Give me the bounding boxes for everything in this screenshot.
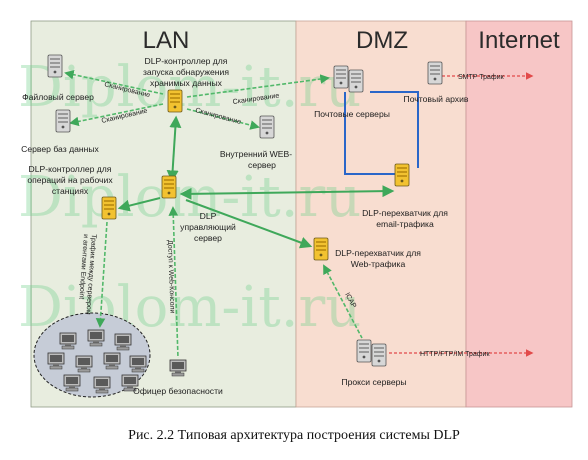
dlp-email-interceptor-icon [394, 163, 410, 187]
proxy-server-1-icon [356, 339, 372, 363]
internet-title: Internet [478, 27, 560, 54]
dlp-workstation-ctrl-label-1: DLP-контроллер для [29, 164, 112, 174]
mail-archive-icon [427, 61, 443, 85]
proxy-server-2-icon [371, 343, 387, 367]
file-server-label: Файловый сервер [22, 92, 94, 102]
workstation-pc-icon [59, 332, 77, 350]
dlp-mgmt-server-icon [161, 175, 177, 199]
dlp-web-interceptor-label-2: Web-трафика [351, 259, 406, 269]
mail-server-1-icon [333, 65, 349, 89]
dmz-title: DMZ [356, 27, 408, 54]
mail-server-2-icon [348, 69, 364, 93]
edge-label-http: HTTP/FTP/IM Трафик [420, 351, 490, 358]
link-mgmt-email [179, 185, 395, 200]
email-link-left [344, 92, 395, 175]
edge-label-smtp: SMTP Трафик [458, 74, 505, 81]
link-endpoint-traffic [95, 221, 108, 328]
dmz-zone [295, 20, 467, 408]
internet-zone [465, 20, 573, 408]
workstation-pc-icon [87, 329, 105, 347]
mail-archive-label: Почтовый архив [404, 94, 469, 104]
dlp-web-interceptor-label-1: DLP-перехватчик для [335, 248, 421, 258]
workstation-pc-icon [63, 374, 81, 392]
link-mgmt-workstation-ctrl [117, 197, 161, 212]
dlp-mgmt-server-label-1: DLP [200, 211, 217, 221]
link-file-server [64, 69, 164, 95]
dlp-mgmt-server-label-3: сервер [194, 233, 222, 243]
workstation-pc-icon [93, 376, 111, 394]
link-mgmt-web [185, 199, 313, 249]
dlp-workstation-ctrl-label-3: станциях [52, 186, 89, 196]
web-internal-label-1: Внутренний WEB- [220, 149, 292, 159]
proxy-servers-label: Прокси серверы [341, 377, 406, 387]
dlp-storage-ctrl-label-1: DLP-контроллер для [145, 56, 228, 66]
edge-label-web-console: Доступ к Web-Консоли [166, 240, 176, 314]
dlp-email-interceptor-label-2: email-трафика [376, 219, 434, 229]
web-internal-icon [259, 115, 275, 139]
workstation-pc-icon [114, 333, 132, 351]
link-icap [323, 264, 363, 339]
dlp-storage-ctrl-label-2: запуска обнаружения [143, 67, 229, 77]
dlp-storage-ctrl-label-3: хранимых данных [150, 78, 223, 88]
lan-title: LAN [143, 27, 190, 54]
link-web-console [168, 206, 179, 359]
link-web-internal [186, 108, 260, 130]
figure-caption: Рис. 2.2 Типовая архитектура построения … [128, 428, 460, 443]
workstation-pc-icon [47, 352, 65, 370]
link-storage-mgmt [166, 115, 182, 183]
security-officer-pc-icon [169, 359, 187, 377]
workstation-pc-icon [103, 352, 121, 370]
security-officer-label: Офицер безопасности [133, 386, 223, 396]
mail-servers-label: Почтовые серверы [314, 109, 390, 119]
dlp-web-interceptor-icon [313, 237, 329, 261]
dlp-workstation-controller-icon [101, 196, 117, 220]
workstation-pc-icon [129, 355, 147, 373]
db-server-label: Сервер баз данных [21, 144, 99, 154]
email-link-right [370, 91, 419, 168]
workstation-pc-icon [75, 355, 93, 373]
db-server-icon [55, 109, 71, 133]
dlp-email-interceptor-label-1: DLP-перехватчик для [362, 208, 448, 218]
dlp-mgmt-server-label-2: управляющий [180, 222, 236, 232]
dlp-storage-controller-icon [167, 89, 183, 113]
edge-label-traffic-2: и агентами Endpoint [77, 234, 89, 300]
web-internal-label-2: сервер [248, 160, 276, 170]
link-db-server [69, 103, 164, 127]
dlp-workstation-ctrl-label-2: операций на рабочих [27, 175, 113, 185]
file-server-icon [47, 54, 63, 78]
